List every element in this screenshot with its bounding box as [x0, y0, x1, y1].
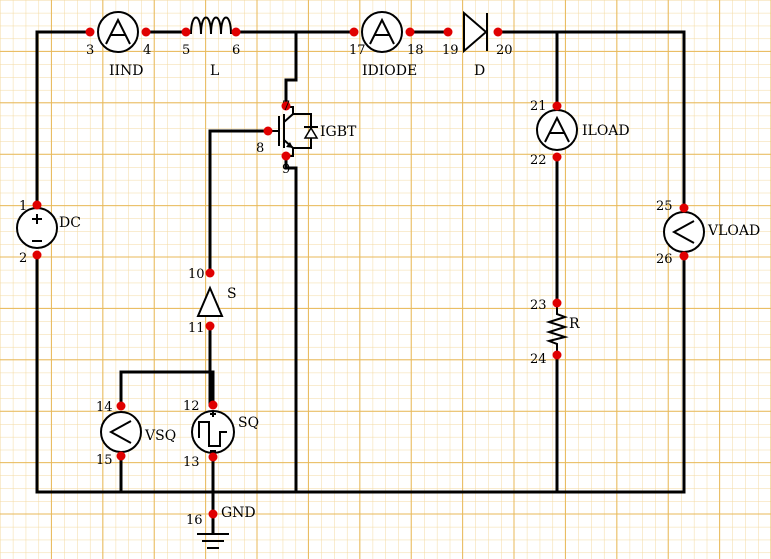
node-number-25: 25	[656, 199, 673, 214]
node-13[interactable]	[208, 452, 218, 462]
voltmeter-vload[interactable]	[663, 211, 705, 253]
component-labels: IIND L IDIODE D IGBT ILOAD DC VLOAD S R …	[59, 63, 760, 521]
node-9[interactable]	[281, 151, 291, 161]
dc-source-icon	[16, 207, 58, 249]
node-10[interactable]	[205, 268, 215, 278]
ground[interactable]	[197, 533, 229, 549]
node-6[interactable]	[231, 27, 241, 37]
ammeter-icon	[536, 109, 578, 151]
node-number-13: 13	[183, 455, 200, 470]
node-number-2: 2	[19, 251, 27, 266]
node-number-8: 8	[256, 141, 264, 156]
node-12[interactable]	[208, 400, 218, 410]
node-number-14: 14	[96, 400, 113, 415]
node-8[interactable]	[263, 126, 273, 136]
voltmeter-vsq[interactable]	[100, 411, 142, 453]
ammeter-icon	[361, 11, 403, 53]
label-dc: DC	[59, 215, 81, 231]
node-number-20: 20	[496, 43, 513, 58]
square-source-sq[interactable]	[191, 410, 235, 454]
ground-icon	[197, 533, 229, 549]
switch-s[interactable]	[196, 285, 224, 317]
node-number-1: 1	[19, 199, 27, 214]
label-sq: SQ	[238, 415, 259, 431]
ammeter-icon	[97, 11, 139, 53]
node-number-26: 26	[656, 252, 673, 267]
node-number-7: 7	[282, 99, 290, 114]
node-4[interactable]	[141, 27, 151, 37]
node-number-24: 24	[530, 352, 547, 367]
ammeter-iind[interactable]	[97, 11, 139, 53]
node-18[interactable]	[405, 27, 415, 37]
node-7[interactable]	[281, 101, 291, 111]
node-number-5: 5	[182, 43, 190, 58]
node-2[interactable]	[32, 250, 42, 260]
node-16[interactable]	[208, 509, 218, 519]
label-igbt: IGBT	[320, 124, 357, 140]
node-24[interactable]	[552, 350, 562, 360]
node-number-10: 10	[188, 267, 205, 282]
node-number-23: 23	[530, 298, 547, 313]
node-11[interactable]	[205, 321, 215, 331]
igbt[interactable]	[270, 106, 319, 157]
inductor-l[interactable]	[190, 16, 232, 35]
node-15[interactable]	[116, 451, 126, 461]
node-26[interactable]	[679, 251, 689, 261]
voltmeter-icon	[100, 411, 142, 453]
diode-d[interactable]	[463, 10, 488, 54]
node-number-18: 18	[407, 43, 424, 58]
igbt-icon	[270, 106, 319, 157]
label-r: R	[569, 316, 580, 332]
label-s: S	[227, 286, 237, 302]
inductor-icon	[190, 16, 232, 35]
node-17[interactable]	[349, 27, 359, 37]
node-number-16: 16	[186, 513, 203, 528]
label-iind: IIND	[109, 63, 144, 79]
node-22[interactable]	[552, 152, 562, 162]
label-iload: ILOAD	[582, 123, 630, 139]
ammeter-idiode[interactable]	[361, 11, 403, 53]
node-21[interactable]	[552, 101, 562, 111]
ammeter-iload[interactable]	[536, 109, 578, 151]
label-l: L	[210, 63, 219, 79]
node-number-15: 15	[96, 453, 113, 468]
wires	[35, 30, 686, 534]
label-vload: VLOAD	[707, 223, 760, 239]
resistor-r[interactable]	[545, 306, 569, 352]
node-number-3: 3	[86, 43, 94, 58]
label-gnd: GND	[221, 505, 256, 521]
node-number-11: 11	[188, 321, 205, 336]
dc-source[interactable]	[16, 207, 58, 249]
node-14[interactable]	[116, 401, 126, 411]
label-d: D	[474, 63, 485, 79]
node-1[interactable]	[32, 200, 42, 210]
node-number-6: 6	[232, 43, 240, 58]
node-number-17: 17	[349, 43, 366, 58]
node-25[interactable]	[679, 203, 689, 213]
node-number-19: 19	[442, 43, 459, 58]
label-idiode: IDIODE	[362, 63, 417, 79]
square-wave-source-icon	[191, 410, 235, 454]
diode-icon	[463, 10, 488, 54]
node-23[interactable]	[552, 298, 562, 308]
voltmeter-icon	[663, 211, 705, 253]
node-20[interactable]	[493, 27, 503, 37]
node-number-9: 9	[282, 162, 290, 177]
node-5[interactable]	[181, 27, 191, 37]
node-3[interactable]	[85, 27, 95, 37]
node-number-12: 12	[183, 399, 200, 414]
nodes	[32, 27, 689, 519]
node-numbers: 1 2 3 4 5 6 7 8 9 10 11 12 13 14 15 16 1…	[19, 43, 673, 528]
node-19[interactable]	[443, 27, 453, 37]
node-number-22: 22	[530, 153, 547, 168]
node-number-4: 4	[143, 43, 151, 58]
label-vsq: VSQ	[144, 428, 176, 444]
switch-icon	[196, 285, 224, 317]
resistor-icon	[545, 306, 569, 352]
node-number-21: 21	[530, 99, 547, 114]
